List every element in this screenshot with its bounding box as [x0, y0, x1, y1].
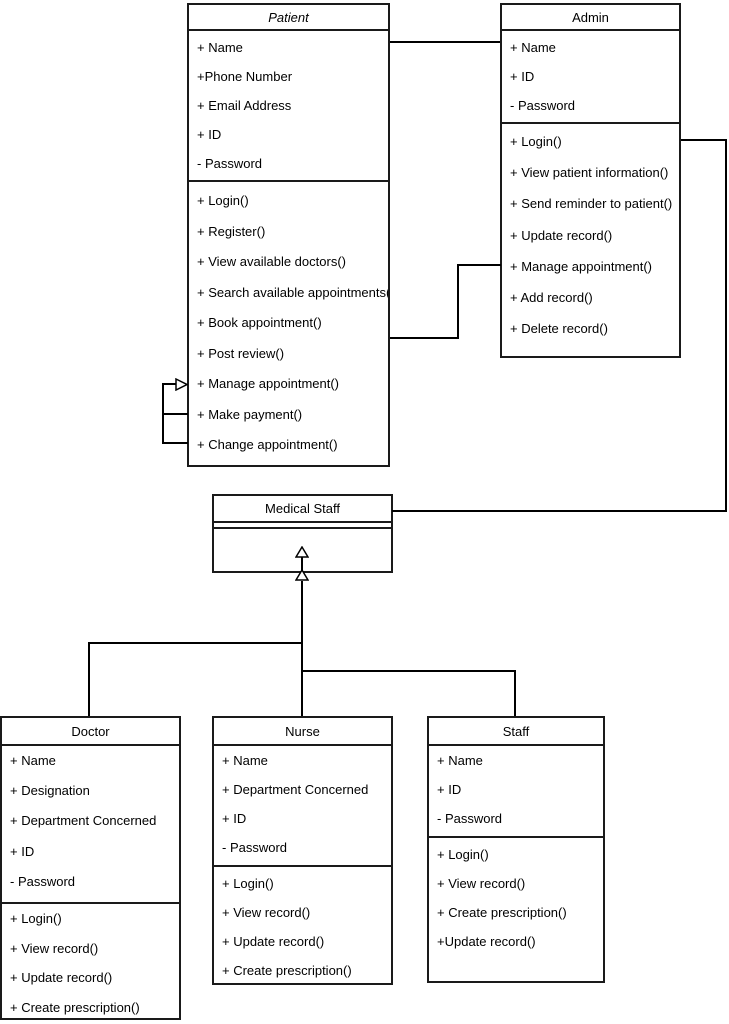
class-member: + Name [197, 40, 243, 55]
admin-medicalstaff-link-h2 [392, 510, 727, 512]
generalization-branch-left-h [88, 642, 303, 644]
class-member: + Name [437, 753, 483, 768]
class-member: + Name [10, 753, 56, 768]
generalization-stem-inner [301, 557, 303, 571]
methods-compartment: + Login() + View record() + Update record(… [2, 904, 179, 1018]
methods-compartment: + Login() + View patient information() + S… [502, 124, 679, 356]
class-member: + Name [222, 753, 268, 768]
open-arrow-right-icon [175, 378, 188, 391]
class-doctor[interactable]: Doctor + Name + Designation + Department C… [0, 716, 181, 1020]
attributes-compartment: + Name + ID - Password [502, 31, 679, 124]
class-member: + Add record() [510, 289, 593, 305]
class-staff[interactable]: Staff + Name + ID - Password + Login() + Vi… [427, 716, 605, 983]
class-member: + ID [510, 69, 535, 84]
class-member: + Search available appointments() [197, 284, 388, 300]
class-member: + Department Concerned [10, 813, 157, 829]
generalization-arrowhead-icon [295, 569, 309, 581]
class-patient[interactable]: Patient + Name +Phone Number + Email Addre… [187, 3, 390, 467]
class-member: + Email Address [197, 98, 292, 113]
attributes-compartment [214, 523, 391, 529]
generalization-branch-left-v [88, 642, 90, 716]
class-member: +Update record() [437, 934, 536, 949]
class-title: Patient [189, 5, 388, 31]
class-member: + Login() [437, 847, 489, 862]
class-title: Nurse [214, 718, 391, 746]
class-member: + Login() [222, 876, 274, 891]
class-member: - Password [10, 873, 76, 889]
class-member: + Make payment() [197, 406, 303, 422]
class-member: + ID [10, 843, 35, 859]
class-member: + Create prescription() [437, 905, 567, 920]
class-member: + Designation [10, 783, 90, 799]
methods-compartment: + Login() + View record() + Create prescri… [429, 838, 603, 981]
class-member: + Book appointment() [197, 315, 322, 330]
patient-admin-mid-link-h1 [390, 337, 458, 339]
class-member: - Password [222, 840, 288, 855]
class-member: + Create prescription() [222, 963, 352, 978]
class-member: + View record() [437, 876, 526, 891]
patient-admin-mid-link-h2 [457, 264, 501, 266]
generalization-branch-right-h [301, 670, 516, 672]
admin-medicalstaff-link-h1 [681, 139, 727, 141]
class-member: + Name [510, 40, 556, 55]
class-member: + ID [222, 811, 247, 826]
class-member: + ID [437, 782, 462, 797]
class-member: - Password [437, 811, 503, 826]
class-member: + Update record() [510, 227, 613, 243]
class-member: +Phone Number [197, 69, 293, 84]
class-member: + Login() [10, 911, 62, 926]
class-member: + Login() [197, 193, 249, 208]
class-member: + Manage appointment() [197, 376, 340, 391]
class-title: Admin [502, 5, 679, 31]
patient-selfloop-h1 [162, 383, 177, 385]
methods-compartment: + Login() + Register() + View available do… [189, 182, 388, 465]
class-admin[interactable]: Admin + Name + ID - Password + Login() + Vi… [500, 3, 681, 358]
class-member: + Change appointment() [197, 437, 338, 452]
attributes-compartment: + Name + ID - Password [429, 746, 603, 838]
class-member: + View patient information() [510, 165, 669, 181]
class-title: Doctor [2, 718, 179, 746]
attributes-compartment: + Name + Designation + Department Concerne… [2, 746, 179, 904]
class-member: + Register() [197, 223, 266, 239]
class-member: - Password [197, 156, 263, 171]
class-member: - Password [510, 98, 576, 113]
class-title: Medical Staff [214, 496, 391, 523]
class-member: + Manage appointment() [510, 258, 653, 274]
class-member: + Create prescription() [10, 999, 140, 1015]
patient-admin-top-link [390, 41, 500, 43]
class-member: + View available doctors() [197, 254, 346, 269]
patient-selfloop-h3 [162, 442, 188, 444]
patient-selfloop-h2 [162, 413, 188, 415]
class-member: + Department Concerned [222, 782, 369, 797]
class-title: Staff [429, 718, 603, 746]
generalization-stem-main [301, 581, 303, 716]
generalization-branch-right-v [514, 670, 516, 716]
attributes-compartment: + Name +Phone Number + Email Address + ID - … [189, 31, 388, 182]
methods-compartment: + Login() + View record() + Update record(… [214, 867, 391, 983]
class-member: + Update record() [222, 934, 325, 949]
class-member: + Delete record() [510, 321, 608, 337]
attributes-compartment: + Name + Department Concerned + ID - Passwo… [214, 746, 391, 867]
class-nurse[interactable]: Nurse + Name + Department Concerned + ID - … [212, 716, 393, 985]
class-member: + ID [197, 127, 222, 142]
patient-admin-mid-link-v [457, 264, 459, 339]
admin-medicalstaff-link-v [725, 139, 727, 512]
class-member: + Post review() [197, 345, 285, 361]
class-member: + View record() [222, 905, 311, 920]
class-member: + Update record() [10, 970, 113, 985]
class-member: + Send reminder to patient() [510, 196, 673, 212]
class-member: + View record() [10, 940, 99, 956]
class-member: + Login() [510, 134, 562, 149]
